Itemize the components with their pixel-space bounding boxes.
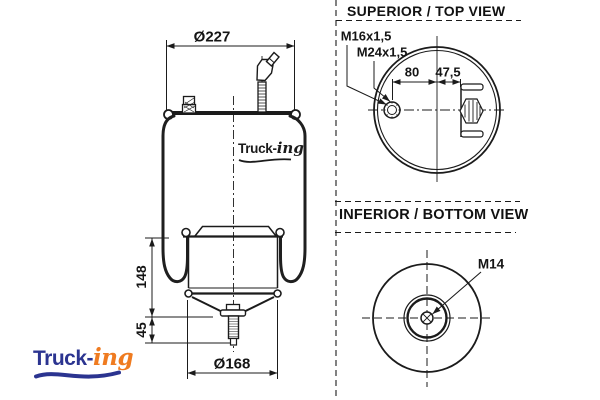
brand-logo-truck: Truck- — [33, 347, 94, 370]
top-view-title: SUPERIOR / TOP VIEW — [347, 3, 506, 19]
dim-label-80: 80 — [404, 64, 420, 80]
brand-logo-ing: ing — [93, 344, 134, 371]
leader-m16 — [346, 45, 387, 105]
dimension-168 — [187, 300, 278, 379]
bellows-watermark-ing: ing — [276, 139, 304, 157]
bellows-watermark: Truck-ing — [238, 141, 304, 157]
bottom-view-title: INFERIOR / BOTTOM VIEW — [339, 207, 529, 223]
dim-label-diameter-168: Ø168 — [213, 355, 251, 373]
leader-m14 — [432, 271, 482, 315]
mounting-stud — [181, 95, 197, 114]
bellows-watermark-truck: Truck- — [238, 141, 277, 156]
thread-label-m16: M16x1,5 — [340, 28, 392, 44]
dim-label-diameter-227: Ø227 — [193, 28, 231, 46]
dim-label-47-5: 47,5 — [435, 64, 461, 80]
thread-label-m24: M24x1,5 — [356, 44, 408, 60]
bottom-view-drawing — [362, 250, 492, 387]
piston — [181, 225, 285, 346]
rubber-bellows — [161, 114, 307, 284]
panel-divider-lines — [335, 0, 521, 400]
leader-m24 — [373, 61, 391, 102]
top-view-drawing — [346, 36, 507, 182]
thread-label-m14: M14 — [477, 256, 505, 272]
watermark-swoosh — [238, 158, 292, 163]
air-inlet-hole — [383, 101, 401, 119]
dim-label-45: 45 — [133, 322, 149, 338]
air-fitting — [256, 51, 280, 113]
logo-swoosh — [34, 370, 121, 379]
m14-hole — [420, 311, 434, 325]
dimension-148-45 — [145, 237, 236, 344]
dim-label-148: 148 — [133, 265, 149, 289]
top-view-bracket — [459, 83, 484, 138]
brand-logo: Truck-ing — [33, 344, 134, 371]
dimension-80-47_5 — [392, 79, 461, 100]
dimension-227 — [166, 40, 295, 110]
